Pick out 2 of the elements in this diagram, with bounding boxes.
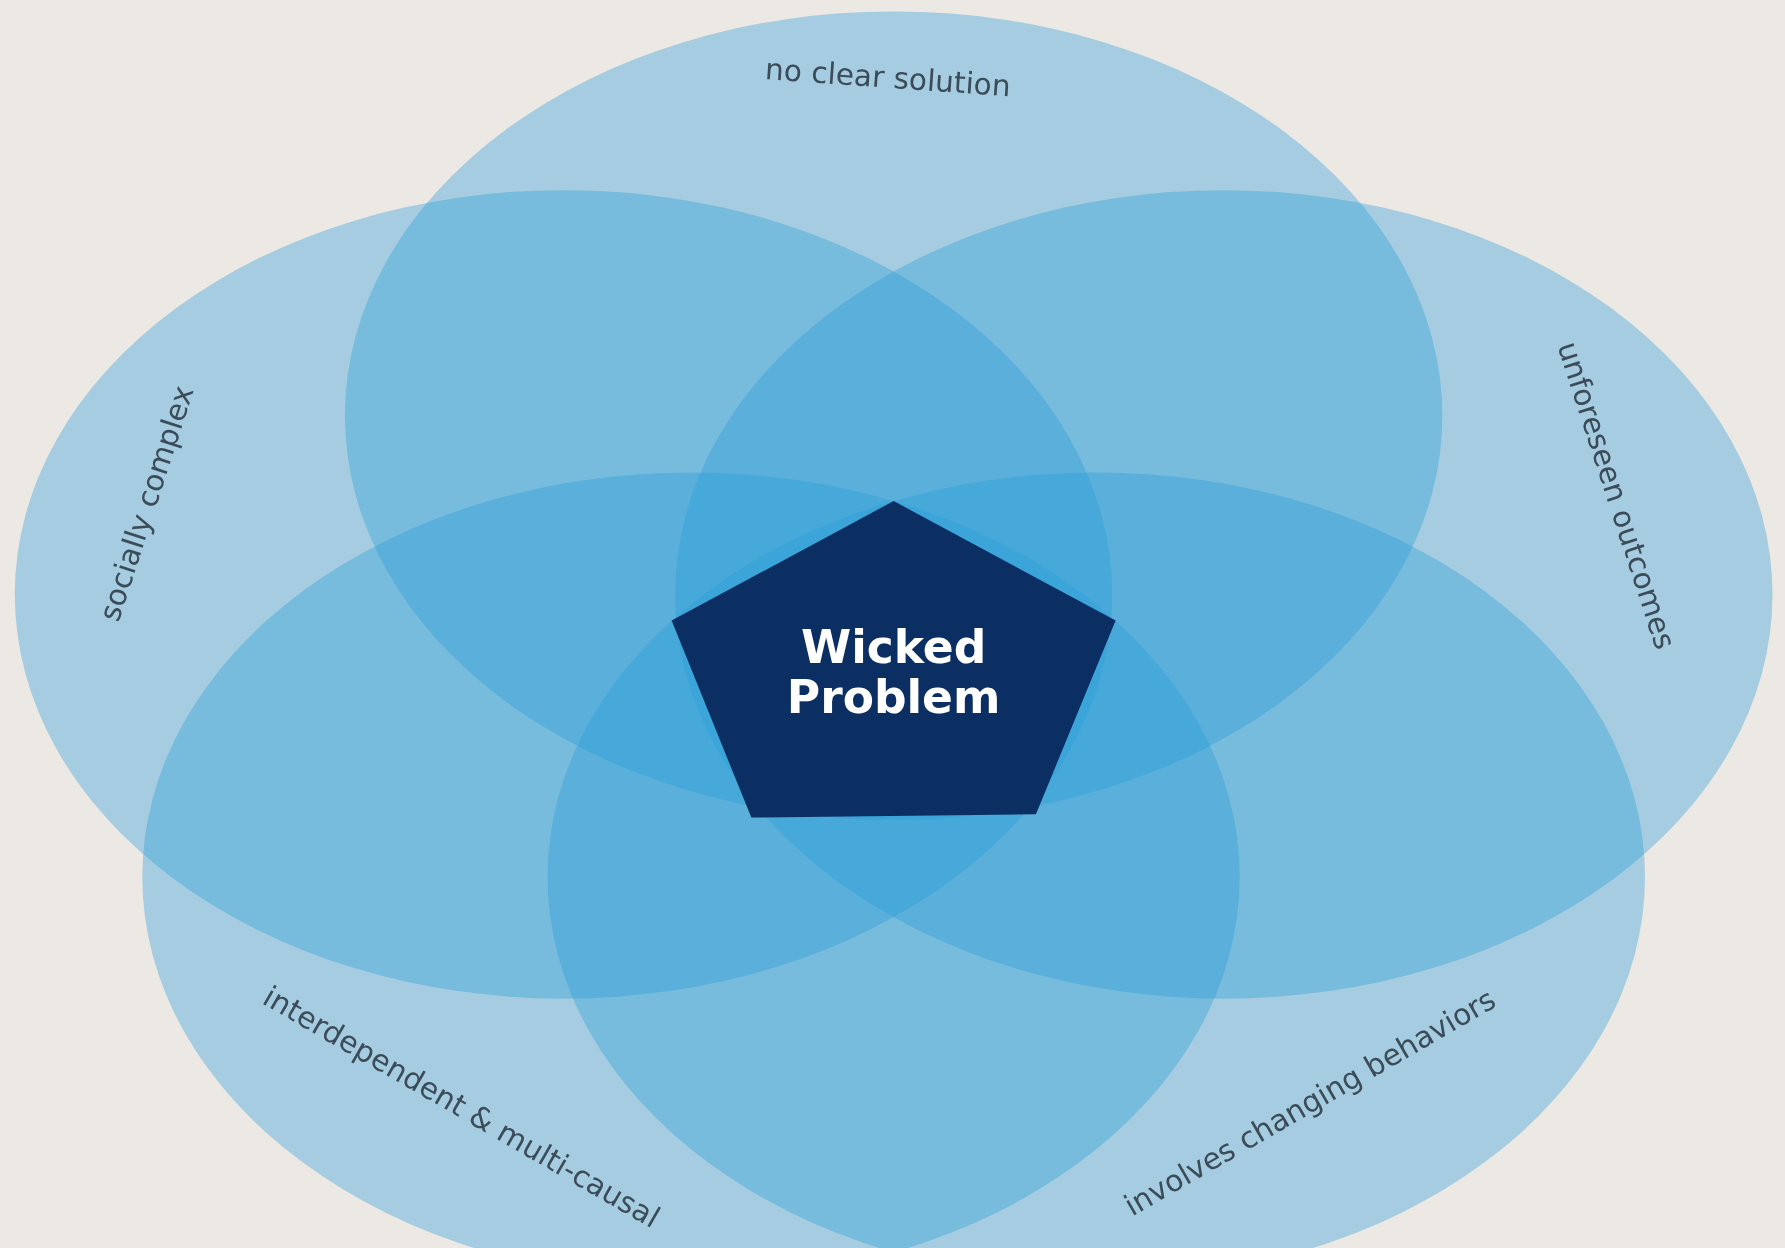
circle-label: no clear solution [764,51,1012,104]
center-label: Wicked Problem [785,621,1002,722]
